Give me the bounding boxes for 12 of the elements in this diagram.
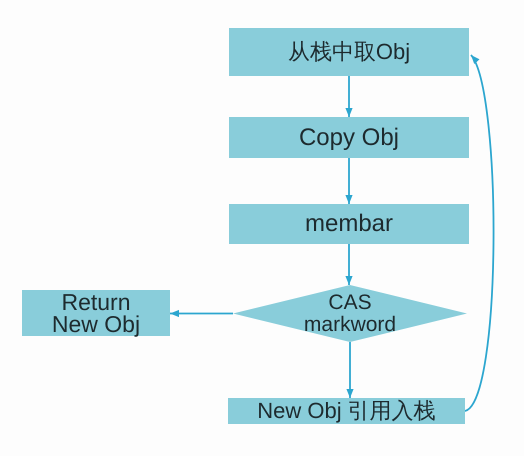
arrow (345, 76, 353, 117)
process-box: membar (229, 204, 469, 244)
decision-diamond: CAS markword (233, 285, 467, 342)
arrow (346, 342, 354, 398)
curved-arrow (464, 54, 494, 412)
arrow (345, 244, 353, 285)
arrow (345, 158, 353, 204)
process-box: New Obj 引用入栈 (228, 398, 465, 424)
process-box: Return New Obj (22, 290, 170, 336)
arrow (170, 310, 233, 318)
process-box: 从栈中取Obj (229, 28, 469, 76)
process-box: Copy Obj (229, 117, 469, 158)
